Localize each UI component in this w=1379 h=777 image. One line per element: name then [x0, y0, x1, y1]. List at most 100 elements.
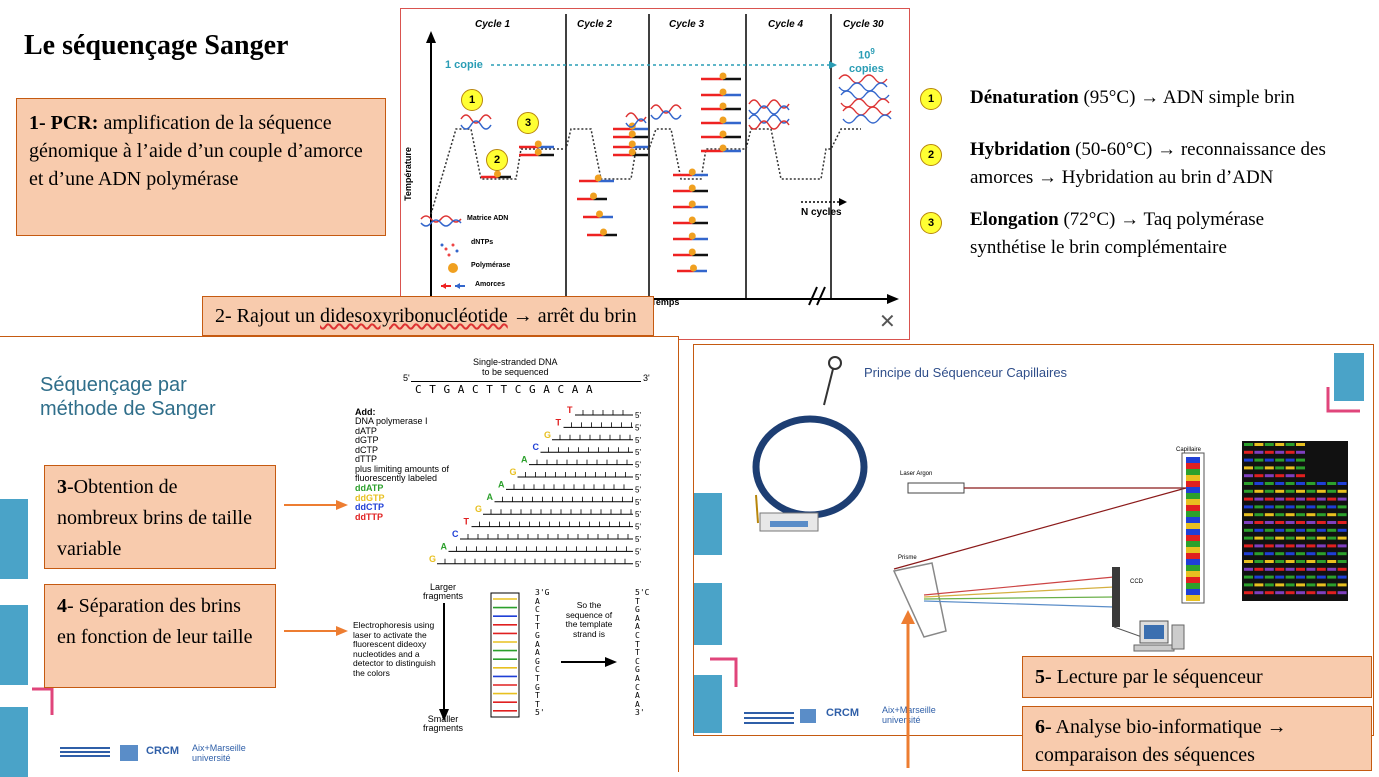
gel-image-band [1316, 528, 1326, 532]
gel-image-band [1244, 591, 1253, 595]
gel-image-band [1244, 567, 1253, 571]
gel-image-band [1296, 544, 1305, 548]
gel-image-band [1296, 513, 1305, 517]
gel-image-band [1254, 450, 1264, 454]
logo-amu: Aix+Marseille université [192, 743, 246, 763]
pcr-polymerase [719, 102, 727, 110]
cycle-label-3: Cycle 3 [669, 19, 705, 30]
capillary-segment [1186, 571, 1200, 577]
fragment-5prime: 5' [635, 448, 641, 457]
gel-image-band [1275, 497, 1285, 501]
pcr-polymerase [594, 174, 602, 182]
legend-dntps: dNTPs [471, 239, 494, 246]
gel-image-band [1254, 583, 1264, 587]
gel-image-band [1296, 536, 1305, 540]
gel-image-band [1306, 536, 1316, 540]
gel-image-band [1275, 443, 1285, 446]
capillary-segment [1186, 493, 1200, 499]
fragment-base: T [464, 517, 470, 527]
gel-image-band [1244, 536, 1253, 540]
gel-image-band [1306, 567, 1316, 571]
gel-image-band [1254, 482, 1264, 485]
gel-image-band [1264, 482, 1274, 485]
fragment-base: G [475, 504, 482, 514]
capillary-segment [1186, 541, 1200, 547]
capillary-segment [1186, 535, 1200, 541]
read-sequence: 3'GACTTGAAGCTGTT5' [535, 588, 550, 718]
teal-bar-1 [0, 499, 28, 579]
template-5prime: 5' [403, 373, 410, 383]
gel-image-band [1316, 544, 1326, 548]
teal-bar-cap-3 [694, 675, 722, 733]
gel-image-band [1316, 536, 1326, 540]
gel-image-band [1275, 536, 1285, 540]
gel-image-band [1254, 443, 1264, 446]
logo-crcm: CRCM [146, 745, 179, 757]
gel-image-band [1275, 458, 1285, 462]
gel-image-band [1316, 521, 1326, 524]
pcr-polymerase [688, 200, 696, 208]
gel-image-band [1285, 552, 1295, 556]
logo-square [120, 745, 138, 761]
reagent-item: fluorescently labeled [355, 473, 438, 483]
fragment-base: T [556, 417, 562, 427]
gel-image-band [1316, 591, 1326, 595]
close-icon[interactable]: ✕ [879, 311, 896, 333]
gel-image-band [1337, 567, 1347, 571]
gel-image-band [1254, 552, 1264, 556]
capillary-segment [1186, 505, 1200, 511]
pcr-polymerase [590, 192, 597, 200]
gel-image-band [1285, 567, 1295, 571]
capillary-segment [1186, 559, 1200, 565]
gel-image-band [1254, 513, 1264, 517]
separation-box: 4- Séparation des brins en fonction de l… [44, 584, 276, 688]
gel-image-band [1306, 497, 1316, 501]
one-copy-label: 1 copie [445, 59, 483, 71]
gel-image-band [1275, 474, 1285, 478]
gel-image-band [1264, 521, 1274, 524]
capillary-segment [1186, 469, 1200, 475]
pcr-strands [481, 72, 741, 273]
right-arrow-icon [561, 657, 617, 667]
capillary-segment [1186, 583, 1200, 589]
pcr-polymerase [534, 148, 542, 156]
gel-image-band [1296, 567, 1305, 571]
gel-image-band [1244, 528, 1253, 532]
fragment-5prime: 5' [635, 473, 641, 482]
gel-image-band [1327, 575, 1337, 579]
gel-frame [490, 592, 520, 718]
gel-image-band [1337, 591, 1347, 595]
pcr-polymerase [688, 184, 696, 192]
pcr-polymerase [628, 148, 636, 156]
gel-image-band [1264, 497, 1274, 501]
fragment-5prime: 5' [635, 423, 641, 432]
gel-image-band [1296, 482, 1305, 485]
fragment-5prime: 5' [635, 523, 641, 532]
gel-image-band [1306, 560, 1316, 563]
gel-image-band [1316, 583, 1326, 587]
gel-image-band [1337, 583, 1347, 587]
pcr-polymerase [719, 130, 727, 138]
gel-image-band [1254, 560, 1264, 563]
fragment-5prime: 5' [635, 510, 641, 519]
gel-image [1244, 443, 1347, 595]
gel-image-band [1296, 466, 1305, 470]
dd-item: ddATP [355, 483, 384, 493]
gel-image-band [1316, 505, 1326, 509]
gel-image-band [1264, 474, 1274, 478]
gel-image-band [1337, 552, 1347, 556]
gel-image-band [1244, 458, 1253, 462]
fragment-base: A [441, 541, 448, 551]
gel-image-band [1306, 513, 1316, 517]
gel-image-band [1316, 482, 1326, 485]
legend-matrice: Matrice ADN [467, 215, 509, 222]
gel-image-band [1264, 443, 1274, 446]
arrow-box4-icon [284, 626, 348, 636]
capillary-frame [1181, 452, 1205, 604]
logo-institut [60, 745, 110, 763]
gel-image-band [1306, 591, 1316, 595]
teal-bar-cap-1 [694, 493, 722, 555]
gel-image-band [1316, 552, 1326, 556]
